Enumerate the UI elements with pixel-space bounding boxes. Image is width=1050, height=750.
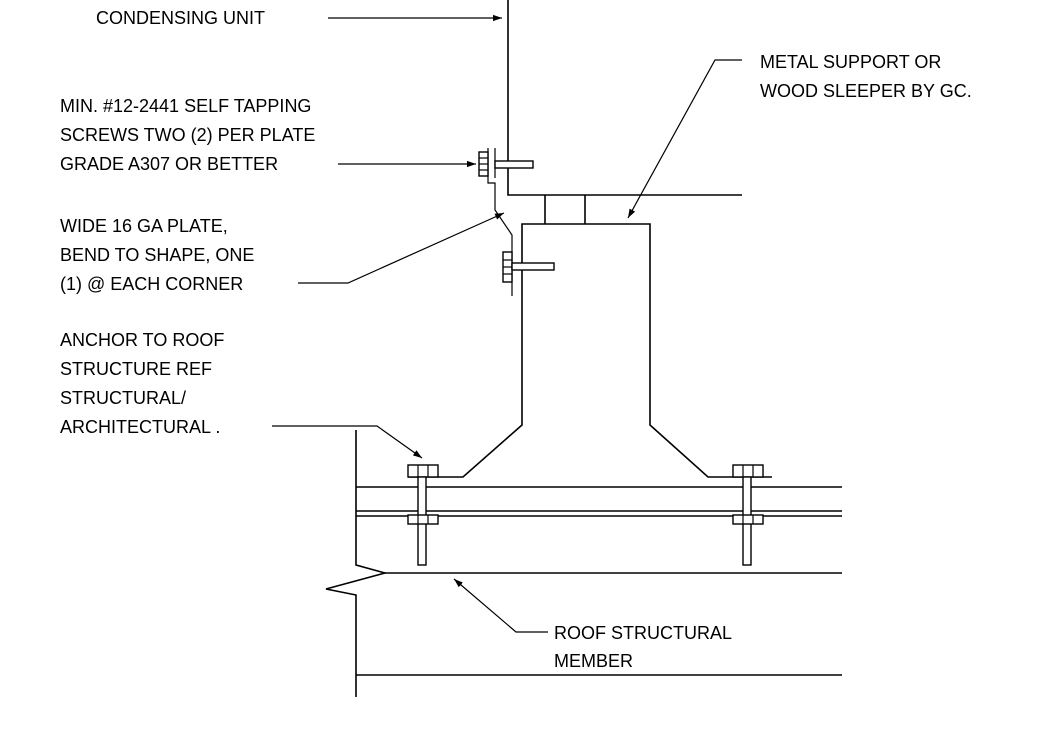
upper-screw [478, 151, 534, 177]
label-screws: MIN. #12-2441 SELF TAPPING SCREWS TWO (2… [60, 96, 320, 174]
leader-lines [272, 14, 742, 633]
label-metal-support: METAL SUPPORT OR WOOD SLEEPER BY GC. [760, 52, 972, 101]
break-line [325, 430, 389, 697]
label-plate: WIDE 16 GA PLATE, BEND TO SHAPE, ONE (1)… [60, 216, 259, 294]
left-anchor-bolt [407, 464, 439, 566]
condensing-unit [507, 0, 742, 196]
label-roof-structural-member: ROOF STRUCTURAL MEMBER [554, 623, 736, 671]
right-anchor-bolt [732, 464, 764, 566]
label-anchor: ANCHOR TO ROOF STRUCTURE REF STRUCTURAL/… [60, 330, 229, 437]
label-condensing-unit: CONDENSING UNIT [96, 8, 265, 28]
lower-screw [502, 251, 555, 283]
metal-support [408, 223, 772, 478]
spacer-blocks [544, 195, 586, 224]
